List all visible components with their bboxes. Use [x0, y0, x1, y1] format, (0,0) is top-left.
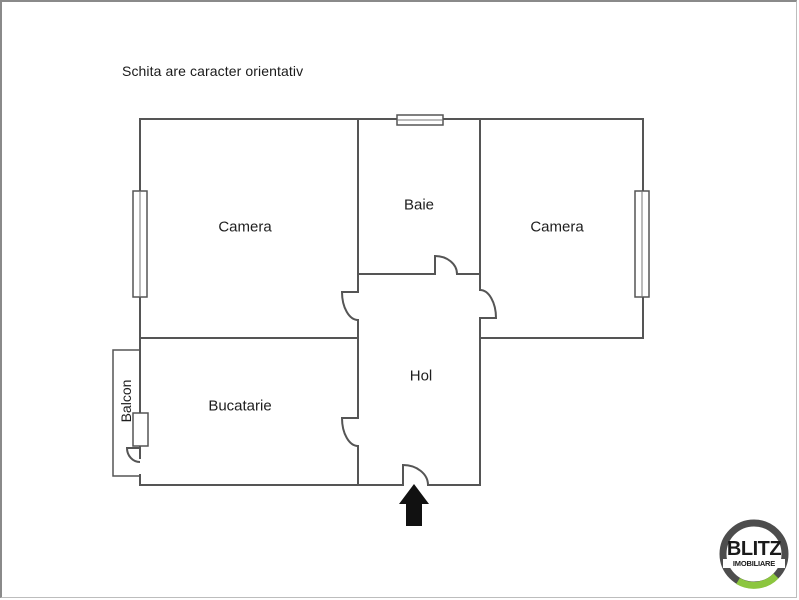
logo-brand: BLITZ: [726, 538, 782, 560]
disclaimer-caption: Schita are caracter orientativ: [122, 63, 304, 79]
room-label-camera-right: Camera: [530, 218, 584, 236]
door-entrance: [402, 463, 429, 486]
logo-ring-icon: [719, 519, 789, 589]
room-label-bucatarie: Bucatarie: [208, 397, 272, 415]
blitz-logo: BLITZ IMOBILIARE: [718, 518, 790, 590]
room-label-hol: Hol: [409, 367, 433, 385]
balcon-outline: [112, 349, 140, 477]
room-label-balcon: Balcon: [118, 379, 134, 423]
window-bucatarie: [132, 412, 149, 447]
entrance-arrow-icon: [399, 484, 429, 526]
door-camera-right: [479, 289, 498, 319]
door-camera-left: [340, 291, 359, 321]
room-label-camera-left: Camera: [218, 218, 272, 236]
room-label-baie: Baie: [403, 196, 435, 214]
door-baie: [434, 254, 458, 275]
logo-subtitle: IMOBILIARE: [723, 559, 785, 568]
door-balcon: [125, 447, 141, 463]
door-bucatarie: [340, 417, 359, 447]
